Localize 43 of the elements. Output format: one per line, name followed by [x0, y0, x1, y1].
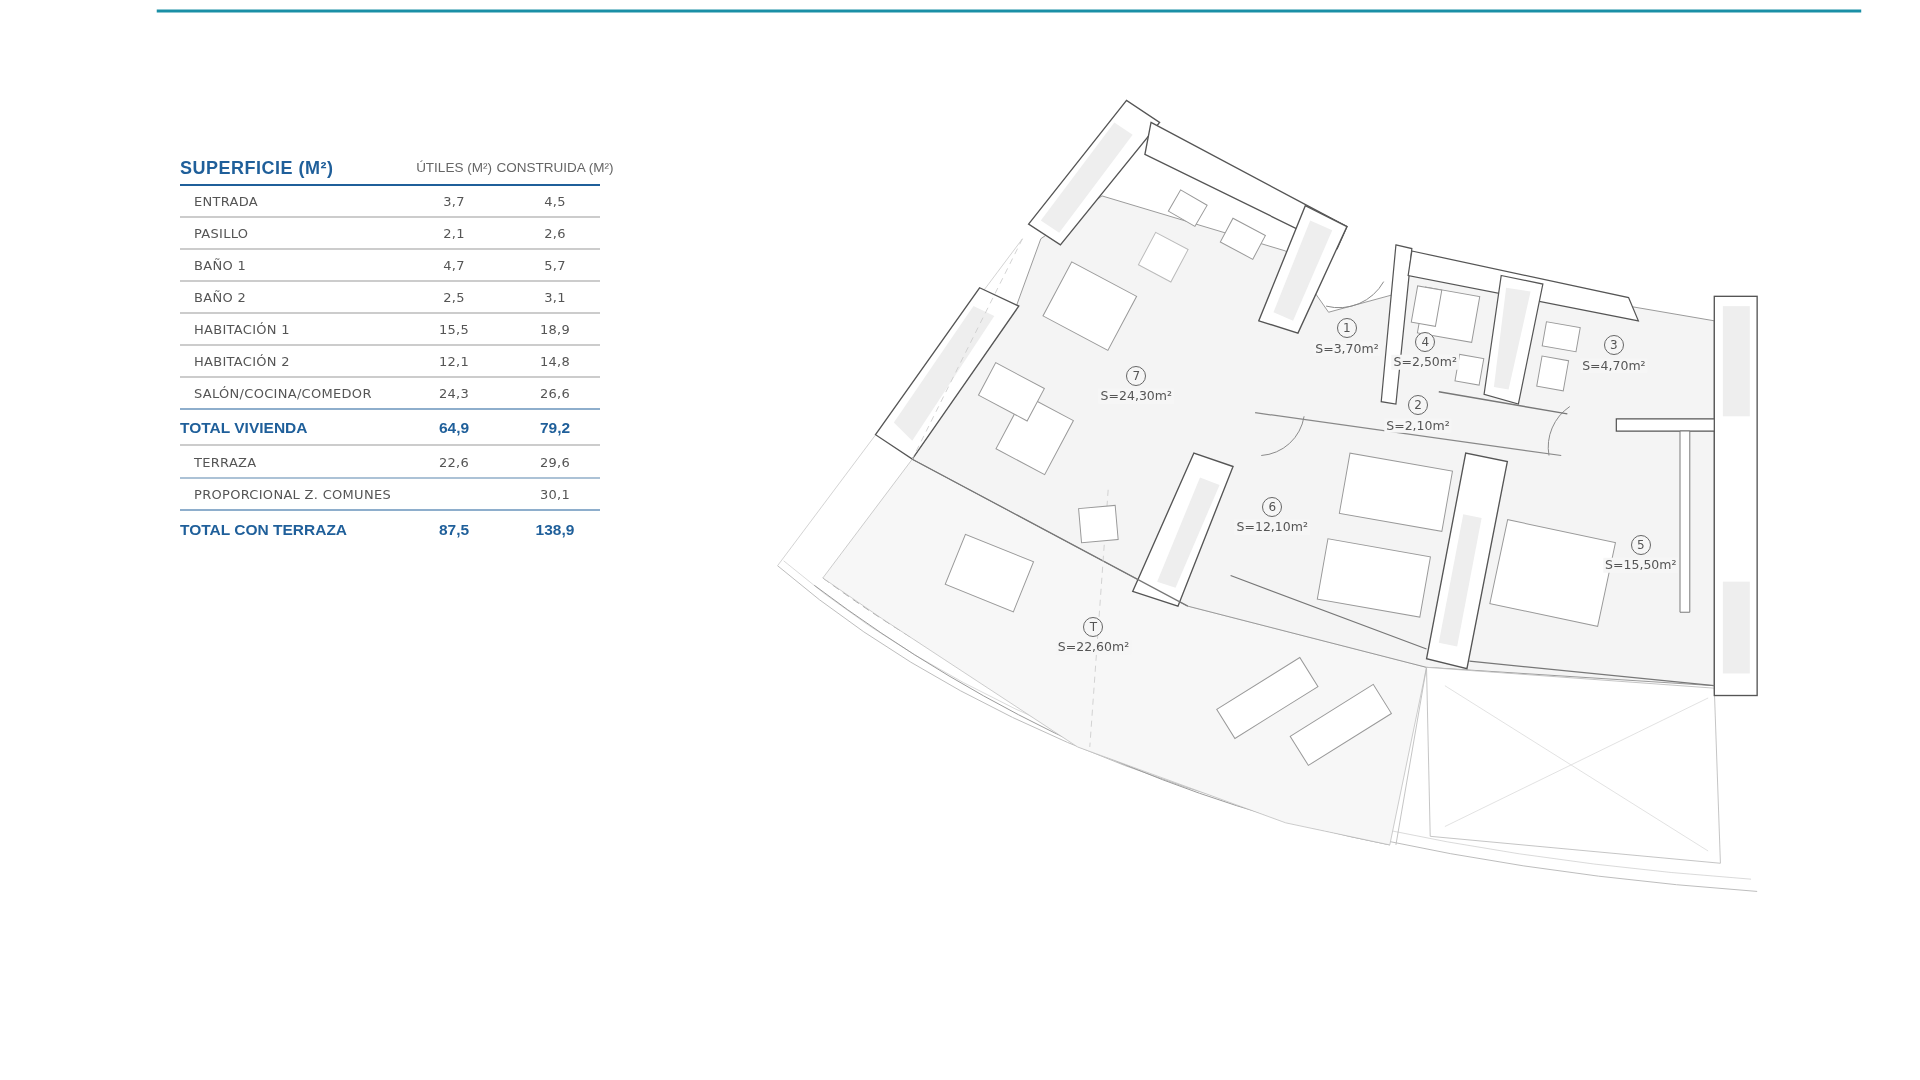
row-label: TERRAZA	[194, 455, 257, 469]
total-value: 64,9	[438, 420, 470, 436]
area-value: 4,5	[544, 194, 566, 208]
area-value: 29,6	[539, 455, 571, 469]
column-header: ÚTILES (M²)	[416, 161, 492, 175]
area-value: 26,6	[539, 386, 571, 400]
total-label: TOTAL VIVIENDA	[180, 420, 308, 436]
table-title: SUPERFICIE (M²)	[180, 159, 334, 177]
row-label: SALÓN/COCINA/COMEDOR	[194, 386, 372, 400]
room-area-label: S=15,50m²	[1603, 558, 1679, 573]
room-area-label: S=22,60m²	[1055, 640, 1132, 655]
row-label: HABITACIÓN 2	[194, 354, 290, 368]
area-value: 2,5	[443, 290, 465, 304]
area-value: 3,1	[544, 290, 566, 304]
room-area-label: S=2,10m²	[1384, 418, 1452, 433]
room-area-label: S=2,50m²	[1391, 354, 1459, 370]
area-value: 18,9	[539, 322, 571, 336]
row-label: BAÑO 2	[194, 290, 246, 304]
room-area-label: S=24,30m²	[1098, 389, 1174, 404]
total-label: TOTAL CON TERRAZA	[180, 522, 348, 538]
area-value: 22,6	[438, 455, 470, 469]
area-value: 2,6	[544, 226, 566, 240]
area-value: 3,7	[443, 194, 465, 208]
column-header: CONSTRUIDA (M²)	[496, 161, 614, 175]
room-area-label: S=3,70m²	[1313, 341, 1381, 356]
row-label: PROPORCIONAL Z. COMUNES	[194, 487, 391, 501]
row-label: PASILLO	[194, 226, 249, 240]
row-label: ENTRADA	[194, 194, 259, 208]
area-value: 4,7	[443, 258, 465, 272]
total-value: 79,2	[539, 420, 571, 436]
area-value: 15,5	[438, 322, 470, 336]
area-value: 30,1	[539, 487, 571, 501]
total-value: 87,5	[438, 522, 470, 538]
area-value: 5,7	[544, 258, 566, 272]
area-value: 24,3	[438, 386, 470, 400]
total-value: 138,9	[535, 522, 575, 538]
room-area-label: S=4,70m²	[1580, 358, 1648, 373]
row-label: BAÑO 1	[194, 258, 246, 272]
area-value: 12,1	[438, 354, 470, 368]
area-value: 14,8	[539, 354, 571, 368]
room-area-label: S=12,10m²	[1234, 520, 1310, 535]
area-value: 2,1	[443, 226, 465, 240]
row-label: HABITACIÓN 1	[194, 322, 290, 336]
